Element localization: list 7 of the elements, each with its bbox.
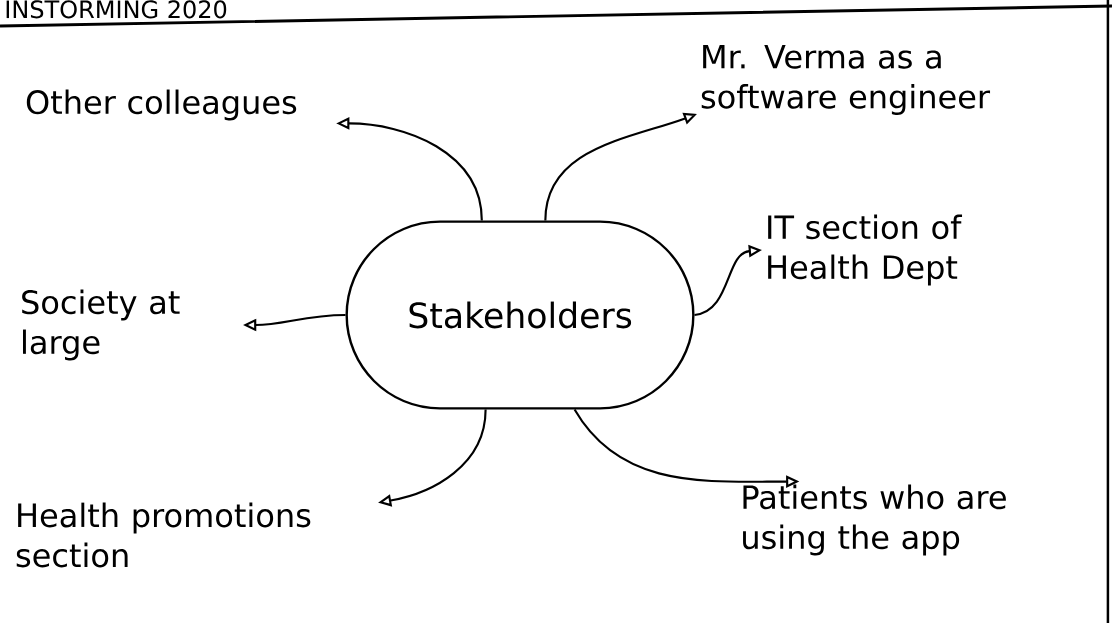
handwritten-label: Mr. Verma as a software engineer [701,45,991,115]
handwritten-label: Society at large [22,289,180,361]
handwritten-label: IT section of Health Dept [768,214,963,286]
handwritten-label: Other colleagues [26,89,297,121]
header-text: INSTORMING 2020 [6,0,227,19]
handwritten-label: Patients who are using the app [743,484,1006,556]
handwritten-label: Health promotions section [16,502,311,568]
